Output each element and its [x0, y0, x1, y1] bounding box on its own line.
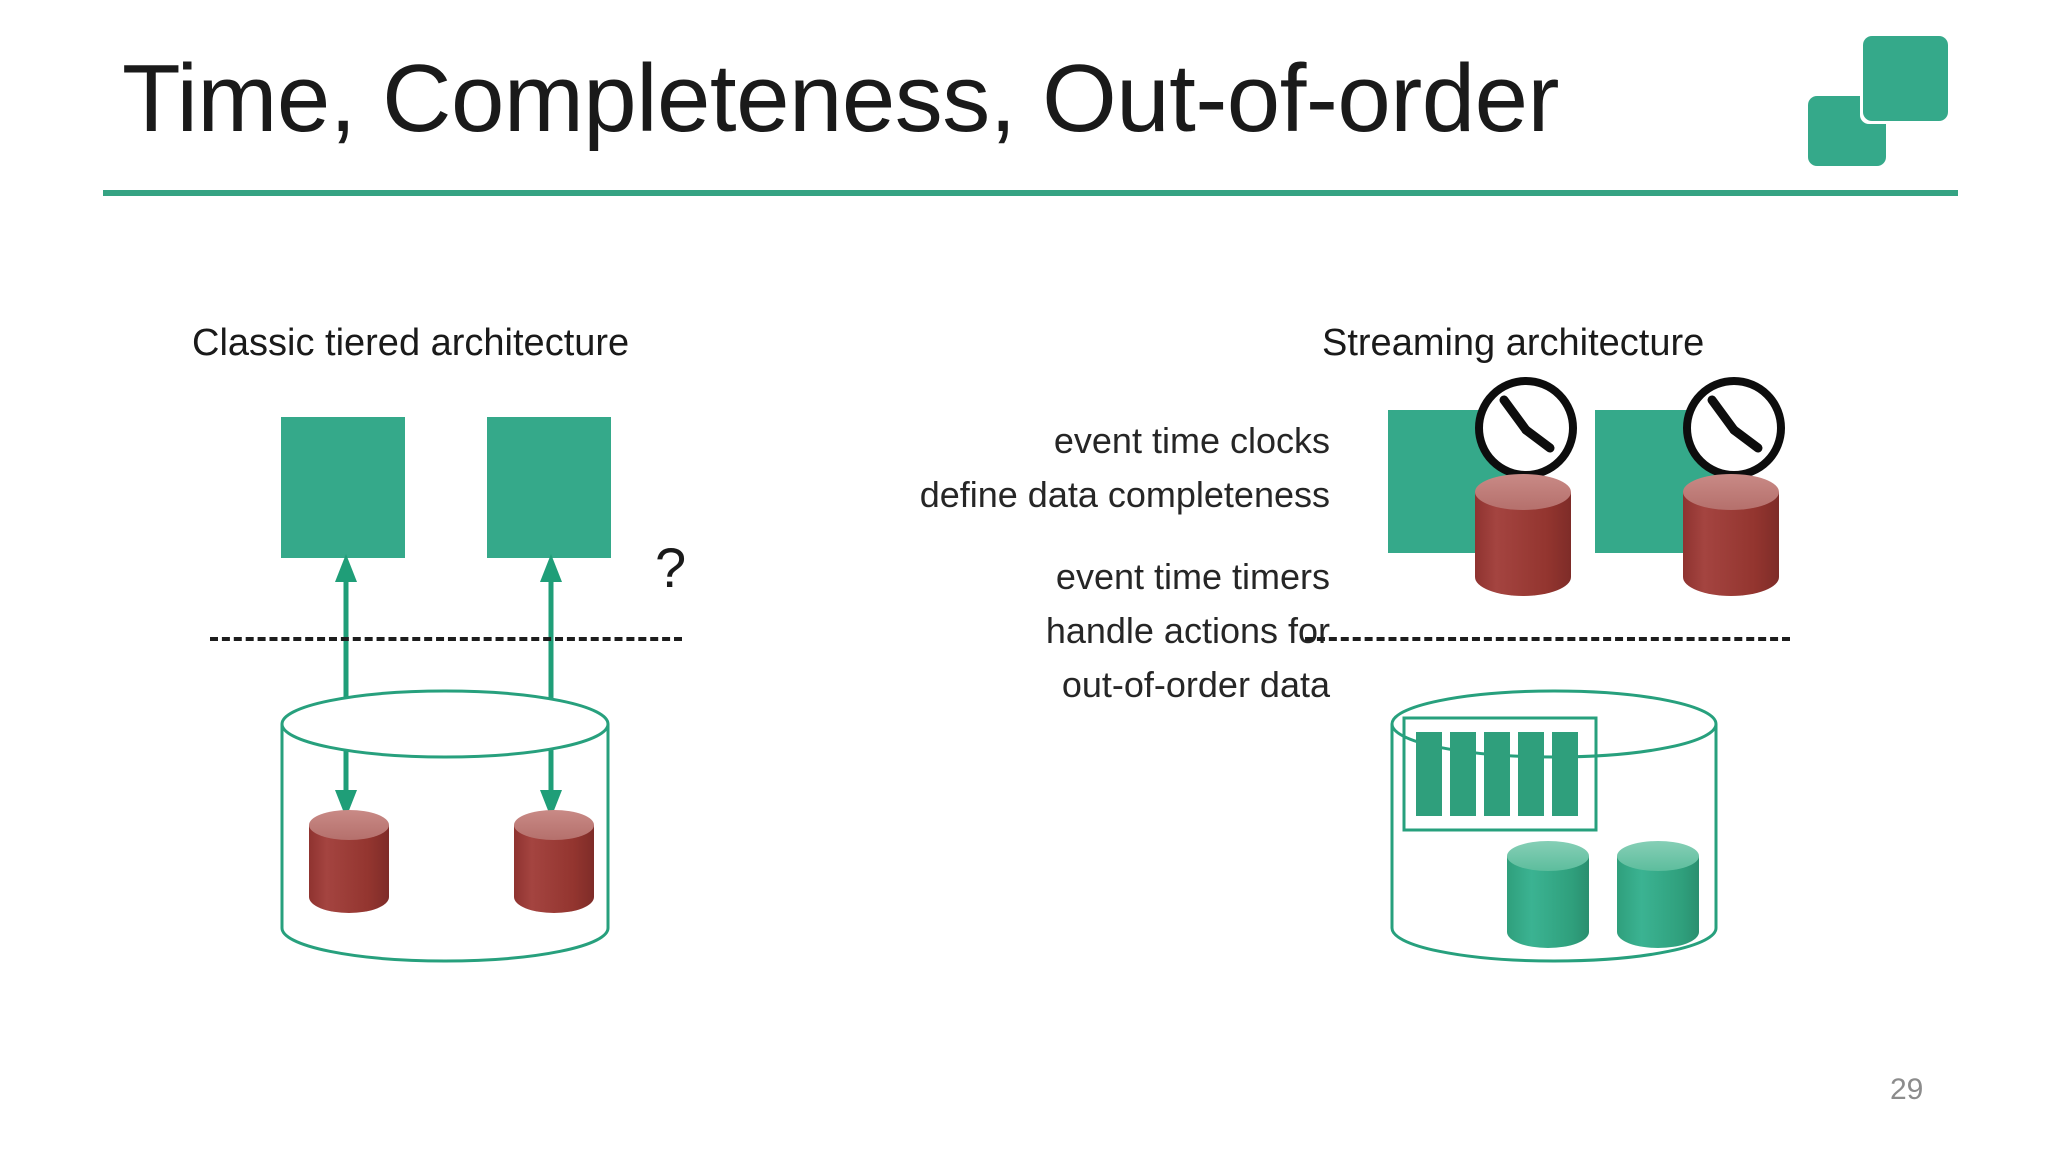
classic-stored-cylinder-2 [514, 810, 594, 913]
classic-compute-node-1 [281, 417, 405, 558]
log-bar-4 [1518, 732, 1544, 816]
streaming-tier-boundary-dashed-line [1305, 637, 1790, 641]
streaming-log-segments [1402, 716, 1598, 832]
streaming-state-cylinder-1 [1507, 841, 1589, 948]
annotation-event-time-clocks: event time clocks define data completene… [919, 420, 1330, 515]
streaming-local-state-cylinder-2 [1683, 474, 1779, 596]
log-bar-2 [1450, 732, 1476, 816]
streaming-state-cylinder-2 [1617, 841, 1699, 948]
page-number: 29 [1890, 1073, 1924, 1106]
classic-data-arrow-2 [540, 554, 562, 818]
log-bar-1 [1416, 732, 1442, 816]
classic-tier-boundary-dashed-line [210, 637, 682, 641]
logo-square-front [1863, 36, 1948, 121]
log-bar-5 [1552, 732, 1578, 816]
annotation-event-time-timers: event time timers handle actions for out… [1045, 556, 1330, 705]
classic-data-arrow-1 [335, 554, 357, 818]
heading-classic-tiered-architecture: Classic tiered architecture [192, 322, 630, 364]
streaming-local-state-cylinder-1 [1475, 474, 1571, 596]
classic-stored-cylinder-1 [309, 810, 389, 913]
event-time-clock-icon-1 [1475, 377, 1577, 479]
event-time-clock-icon-2 [1683, 377, 1785, 479]
classic-question-mark: ? [655, 536, 687, 599]
classic-compute-node-2 [487, 417, 611, 558]
page-title: Time, Completeness, Out-of-order [122, 45, 1559, 152]
title-underline-rule [103, 190, 1958, 196]
heading-streaming-architecture: Streaming architecture [1322, 322, 1705, 364]
brand-logo-icon [1808, 36, 1948, 166]
log-bar-3 [1484, 732, 1510, 816]
classic-storage-cylinder [280, 689, 610, 963]
